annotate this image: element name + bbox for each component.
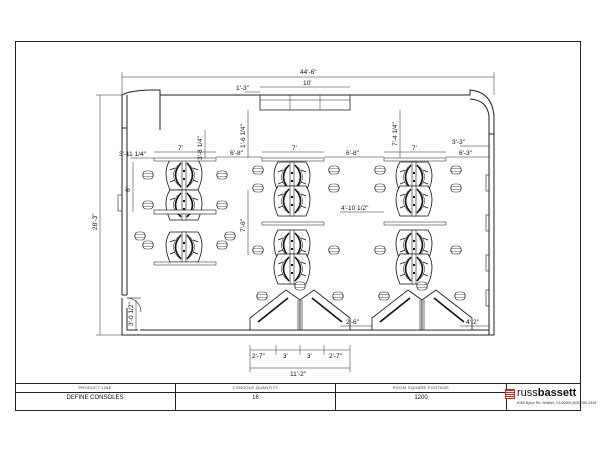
dim-door: 3'-0 1/2" <box>128 302 135 326</box>
dim-left-to-middle: 6'-8" <box>230 150 244 157</box>
dimension-lines <box>96 72 495 372</box>
logo-wordmark: russbassett <box>517 387 577 399</box>
console-group-middle <box>249 157 351 331</box>
dim-left-block: 7' <box>178 145 183 152</box>
footage-label: ROOM SQUARE FOOTAGE <box>392 385 450 390</box>
console-qty-cell: CONSOLE QUANTITY 16 <box>175 383 335 411</box>
dim-right-top: 7'-4 1/4" <box>392 122 399 146</box>
dim-window-width: 10' <box>303 80 311 87</box>
dim-bottom-b: 4'-2" <box>466 319 480 326</box>
console-group-right <box>371 157 473 331</box>
footage-cell: ROOM SQUARE FOOTAGE 1200 <box>335 383 506 411</box>
dim-bottom-a: 2'-6" <box>346 319 360 326</box>
dim-right-edge: 6'-3" <box>459 150 473 157</box>
logo-mark-icon <box>505 389 515 399</box>
dim-middle-width: 7' <box>292 145 297 152</box>
dim-base-c: 3' <box>307 353 312 360</box>
dim-left-row: 6' <box>125 187 132 192</box>
dim-middle-vertical: 7'-6" <box>240 218 247 232</box>
product-line-label: PRODUCT LINE <box>78 385 112 390</box>
dim-wall-depth: 1'-6 1/4" <box>240 124 247 148</box>
dim-window-offset: 1'-3" <box>236 85 250 92</box>
room-walls <box>117 89 495 336</box>
dim-base-a: 2'-7" <box>252 353 266 360</box>
footage-value: 1200 <box>414 395 428 401</box>
console-qty-value: 16 <box>252 395 259 401</box>
dim-aisle: 4'-10 1/2" <box>341 205 369 212</box>
dim-base-b: 3' <box>283 353 288 360</box>
dim-base-total: 11'-2" <box>290 371 307 378</box>
logo-address: 8189 Byron Rd. Whittier, CA 90606 (800) … <box>517 401 597 405</box>
dim-right-width: 7' <box>412 145 417 152</box>
dim-middle-to-right: 6'-8" <box>346 150 360 157</box>
dim-right-corner: 3'-3" <box>452 139 466 146</box>
russ-bassett-logo: russbassett 8189 Byron Rd. Whittier, CA … <box>505 387 596 409</box>
drawing-sheet <box>15 41 581 411</box>
console-qty-label: CONSOLE QUANTITY <box>232 385 279 390</box>
dim-left-edge: 3'-11 1/4" <box>119 151 147 158</box>
console-group-left <box>134 157 236 266</box>
dim-base-d: 2'-7" <box>329 353 343 360</box>
dim-overall-width: 44'-6" <box>300 69 317 76</box>
product-line-cell: PRODUCT LINE DEFINE CONSOLES <box>15 383 175 411</box>
dim-left-gap: 3'-8 1/4" <box>197 136 204 160</box>
dimension-labels: 44'-6" 10' 1'-3" 28'-3" 1'-6 1/4" 3'-8 1… <box>92 69 480 378</box>
product-line-value: DEFINE CONSOLES <box>66 395 124 401</box>
dim-overall-height: 28'-3" <box>92 213 99 230</box>
title-block: PRODUCT LINE DEFINE CONSOLES CONSOLE QUA… <box>15 383 581 411</box>
